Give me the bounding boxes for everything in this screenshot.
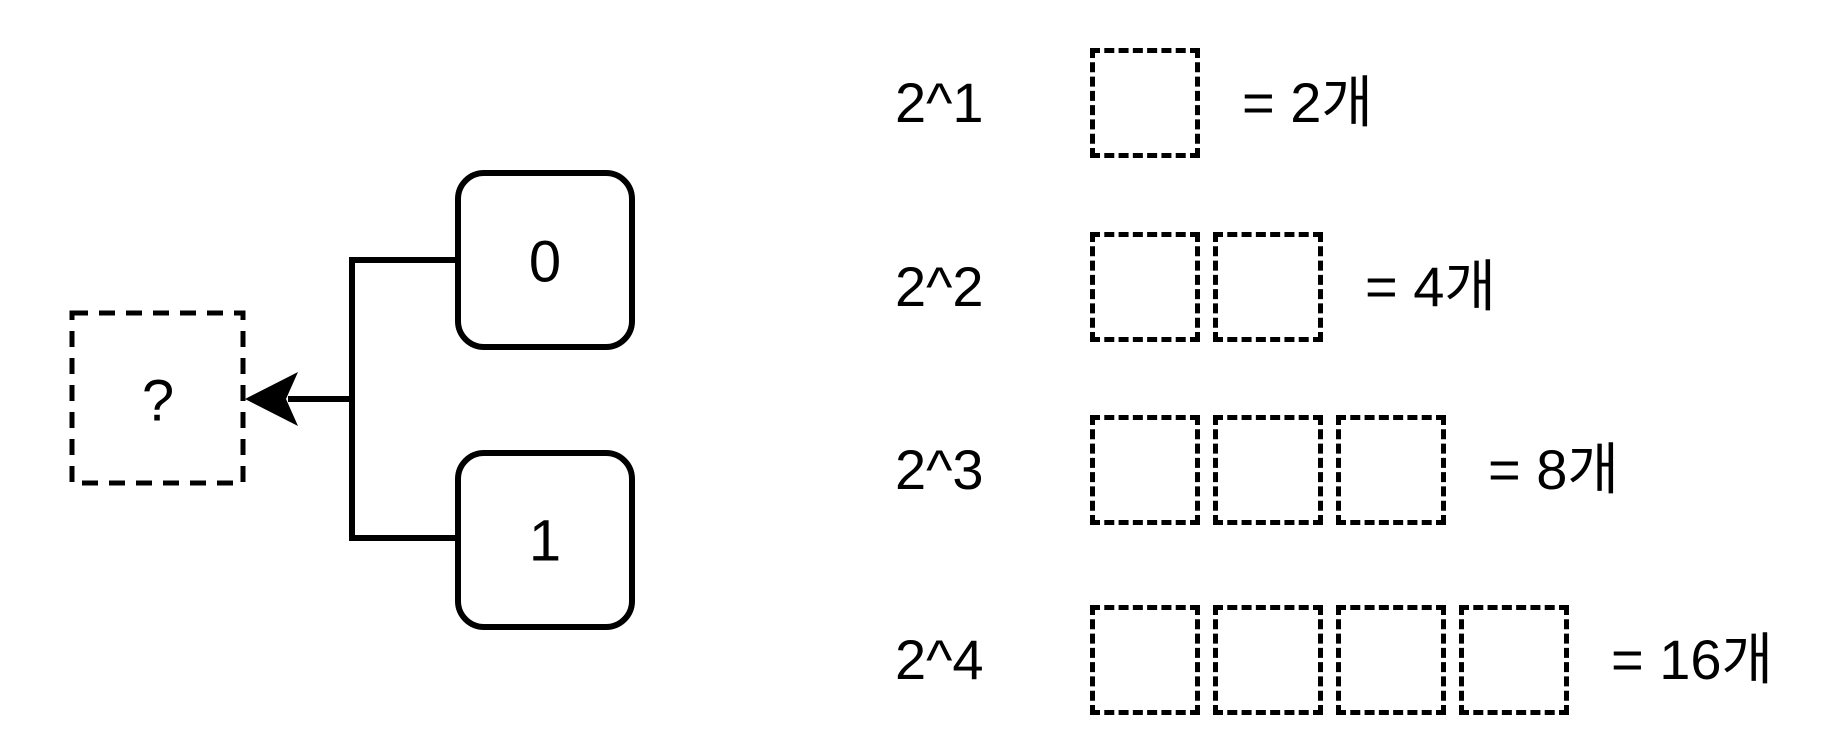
power-unit-box [1459, 605, 1569, 715]
power-row-1: 2^1 = 2개 [895, 48, 1373, 158]
power-result: = 4개 [1365, 255, 1496, 318]
power-boxes [1090, 605, 1569, 715]
power-label: 2^1 [895, 71, 984, 134]
power-result: = 8개 [1488, 438, 1619, 501]
power-unit-box [1213, 415, 1323, 525]
power-label: 2^4 [895, 628, 984, 691]
binary-choice-tree: ? 0 1 [69, 170, 635, 630]
power-label: 2^3 [895, 438, 984, 501]
power-unit-box [1090, 605, 1200, 715]
power-boxes [1090, 48, 1200, 158]
bit-0-box [455, 170, 635, 350]
bit-0-label: 0 [529, 230, 561, 295]
arrow-head-icon [245, 372, 298, 426]
power-row-2: 2^2 = 4개 [895, 232, 1496, 342]
power-unit-box [1090, 415, 1200, 525]
bit-1-label: 1 [529, 509, 561, 574]
power-result: = 2개 [1242, 71, 1373, 134]
power-unit-box [1336, 415, 1446, 525]
unknown-bit-label: ? [142, 369, 174, 434]
power-unit-box [1213, 232, 1323, 342]
power-unit-box [1090, 48, 1200, 158]
power-boxes [1090, 232, 1323, 342]
power-boxes [1090, 415, 1446, 525]
power-row-4: 2^4 = 16개 [895, 605, 1773, 715]
power-unit-box [1336, 605, 1446, 715]
power-label: 2^2 [895, 255, 984, 318]
power-unit-box [1090, 232, 1200, 342]
power-result: = 16개 [1611, 628, 1774, 691]
power-unit-box [1213, 605, 1323, 715]
unknown-bit-box [69, 310, 246, 486]
bit-1-box [455, 450, 635, 630]
power-row-3: 2^3 = 8개 [895, 415, 1619, 525]
